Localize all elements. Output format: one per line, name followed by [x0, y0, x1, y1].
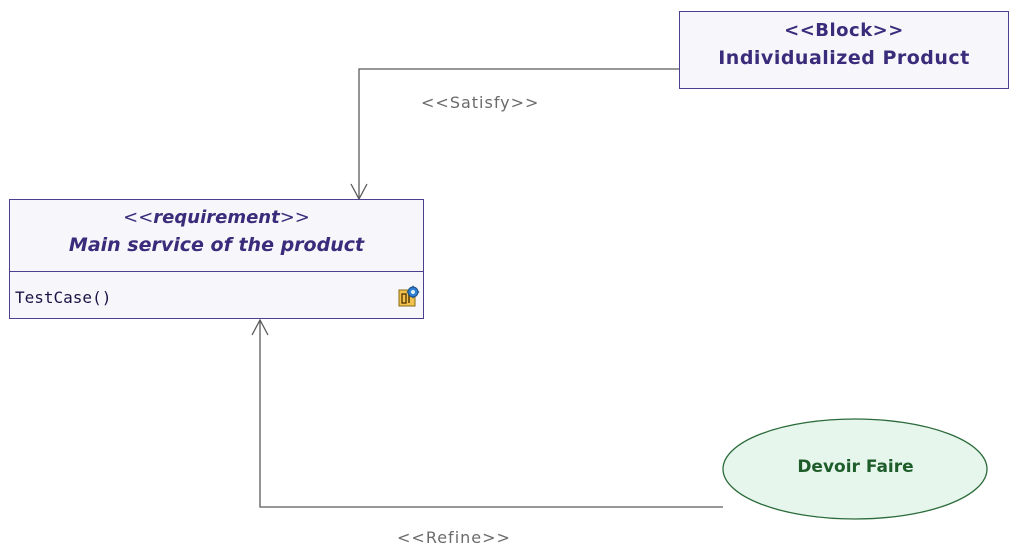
test-operation-gear-icon[interactable]: [398, 285, 420, 307]
requirement-header: <<requirement>> Main service of the prod…: [10, 200, 423, 272]
refine-arrowhead: [251, 318, 269, 336]
requirement-node[interactable]: <<requirement>> Main service of the prod…: [9, 199, 424, 319]
stereotype-name: requirement: [153, 207, 280, 228]
usecase-ellipse[interactable]: [722, 418, 988, 520]
block-node[interactable]: <<Block>> Individualized Product: [679, 11, 1009, 89]
requirement-stereotype: <<requirement>>: [10, 200, 423, 228]
usecase-name: Devoir Faire: [797, 457, 914, 477]
refine-connector[interactable]: [259, 320, 723, 508]
refine-label: <<Refine>>: [397, 528, 511, 547]
requirement-name: Main service of the product: [68, 234, 365, 256]
stereotype-open: <<: [123, 207, 154, 228]
stereotype-close: >>: [279, 207, 310, 228]
block-name: Individualized Product: [718, 47, 970, 69]
requirement-operation[interactable]: TestCase(): [15, 288, 112, 307]
block-stereotype: <<Block>>: [784, 20, 904, 41]
satisfy-label: <<Satisfy>>: [421, 93, 540, 112]
satisfy-connector[interactable]: [358, 68, 679, 199]
